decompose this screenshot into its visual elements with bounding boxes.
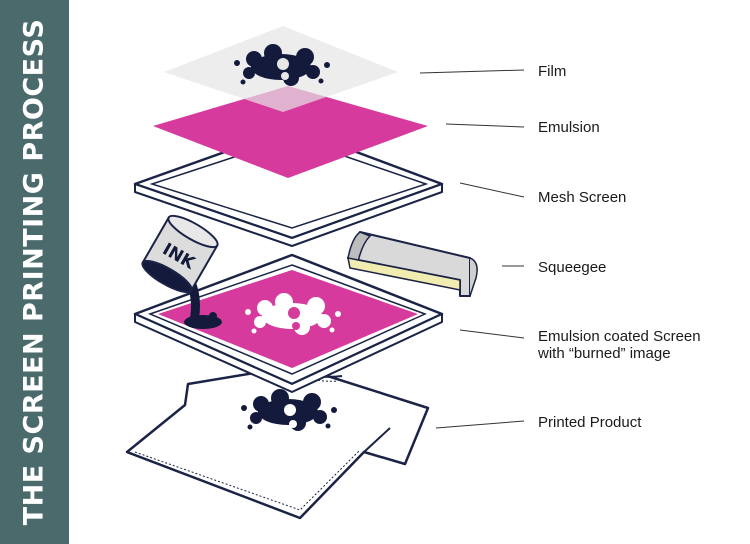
label-mesh-screen: Mesh Screen [538,189,627,206]
coated-screen [133,253,444,393]
squeegee [347,231,478,297]
sidebar: THE SCREEN PRINTING PROCESS [0,0,69,544]
label-film: Film [538,63,567,80]
leader-lines [419,69,525,429]
label-emulsion-coated-screen: Emulsion coated Screen with “burned” ima… [538,328,701,362]
film-sheet [164,26,398,112]
label-printed-product: Printed Product [538,414,642,431]
label-squeegee: Squeegee [538,259,607,276]
ink-can: INK [141,214,222,329]
emulsion-sheet [153,86,428,178]
label-coated-line1: Emulsion coated Screen [538,328,701,345]
t-shirt [125,364,430,520]
label-emulsion: Emulsion [538,119,600,136]
mesh-screen [133,126,444,247]
label-coated-line2: with “burned” image [538,345,671,362]
